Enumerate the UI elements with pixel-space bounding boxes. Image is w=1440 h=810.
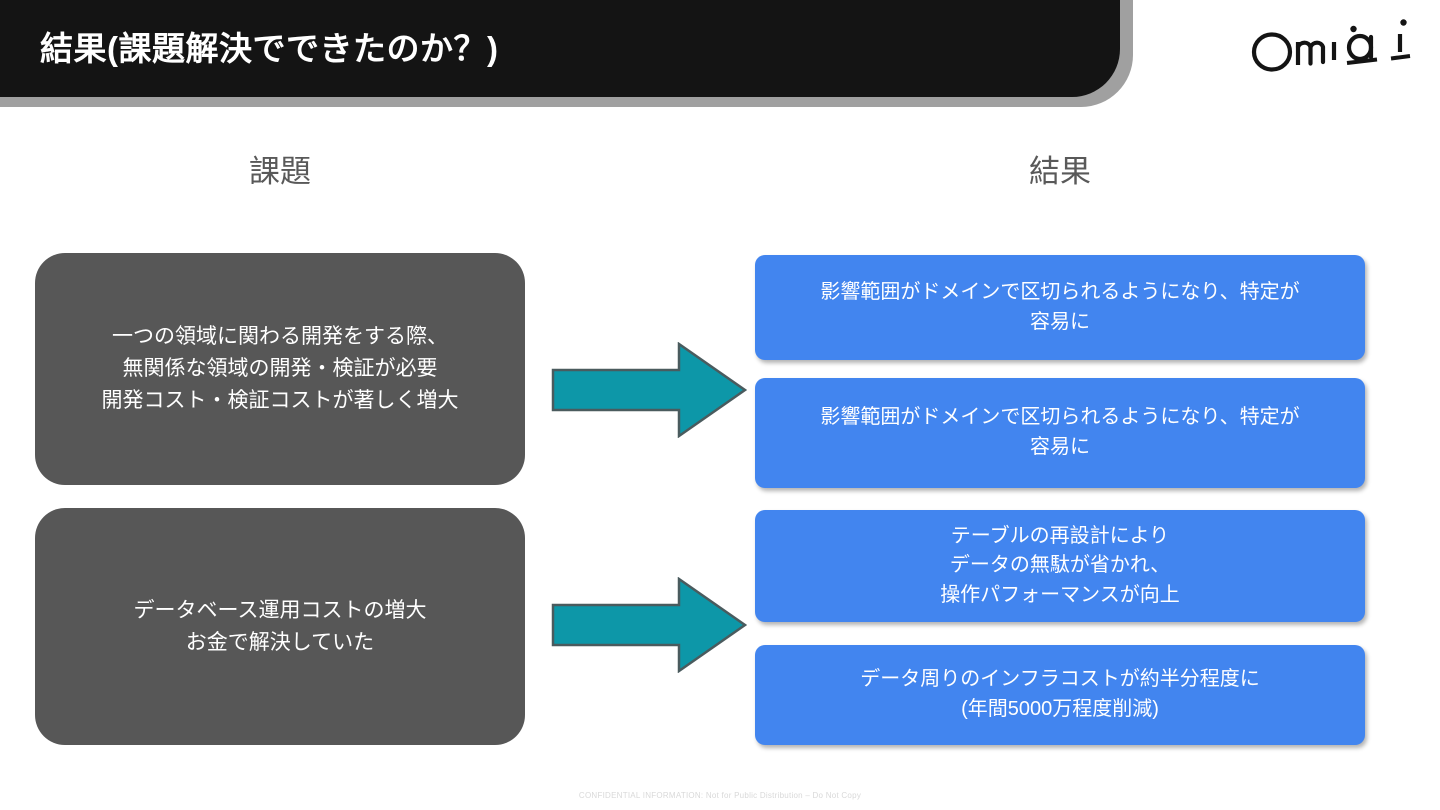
column-heading-result: 結果 bbox=[1029, 154, 1091, 189]
text-line: 影響範囲がドメインで区切られるようになり、特定が bbox=[820, 406, 1300, 429]
page-title: 結果(課題解決でできたのか？) bbox=[40, 30, 499, 67]
omiai-logo bbox=[1250, 16, 1418, 78]
text-line: 開発コスト・検証コストが著しく増大 bbox=[101, 388, 459, 412]
right-arrow-icon bbox=[551, 342, 747, 438]
text-line: (年間5000万程度削減) bbox=[961, 698, 1159, 720]
confidentiality-notice: CONFIDENTIAL INFORMATION: Not for Public… bbox=[578, 791, 862, 800]
issue-card: 一つの領域に関わる開発をする際、 無関係な領域の開発・検証が必要 開発コスト・検… bbox=[35, 253, 525, 485]
header-band bbox=[0, 0, 1120, 97]
text-line: テーブルの再設計により bbox=[950, 524, 1170, 547]
result-card-text: データ周りのインフラコストが約半分程度に (年間5000万程度削減) bbox=[860, 665, 1259, 724]
text-line: お金で解決していた bbox=[185, 630, 375, 654]
result-card: データ周りのインフラコストが約半分程度に (年間5000万程度削減) bbox=[755, 645, 1365, 745]
issue-card: データベース運用コストの増大 お金で解決していた bbox=[35, 508, 525, 745]
issue-card-text: 一つの領域に関わる開発をする際、 無関係な領域の開発・検証が必要 開発コスト・検… bbox=[102, 321, 459, 417]
right-arrow-icon bbox=[551, 577, 747, 673]
text-line: 容易に bbox=[1029, 436, 1090, 458]
result-card: テーブルの再設計により データの無駄が省かれ、 操作パフォーマンスが向上 bbox=[755, 510, 1365, 622]
text-line: 影響範囲がドメインで区切られるようになり、特定が bbox=[820, 280, 1300, 303]
text-line: 操作パフォーマンスが向上 bbox=[940, 583, 1180, 606]
text-line: 容易に bbox=[1029, 310, 1090, 333]
issue-card-text: データベース運用コストの増大 お金で解決していた bbox=[134, 595, 427, 659]
result-card-text: 影響範囲がドメインで区切られるようになり、特定が 容易に bbox=[820, 403, 1299, 462]
text-line: データ周りのインフラコストが約半分程度に bbox=[860, 668, 1260, 691]
result-card-text: 影響範囲がドメインで区切られるようになり、特定が 容易に bbox=[820, 278, 1299, 337]
column-heading-issue: 課題 bbox=[249, 154, 311, 189]
text-line: 一つの領域に関わる開発をする際、 bbox=[112, 325, 448, 349]
text-line: データベース運用コストの増大 bbox=[133, 598, 427, 622]
text-line: 無関係な領域の開発・検証が必要 bbox=[122, 357, 438, 381]
result-card-text: テーブルの再設計により データの無駄が省かれ、 操作パフォーマンスが向上 bbox=[940, 522, 1180, 611]
text-line: データの無駄が省かれ、 bbox=[949, 554, 1171, 577]
result-card: 影響範囲がドメインで区切られるようになり、特定が 容易に bbox=[755, 378, 1365, 488]
result-card: 影響範囲がドメインで区切られるようになり、特定が 容易に bbox=[755, 255, 1365, 360]
